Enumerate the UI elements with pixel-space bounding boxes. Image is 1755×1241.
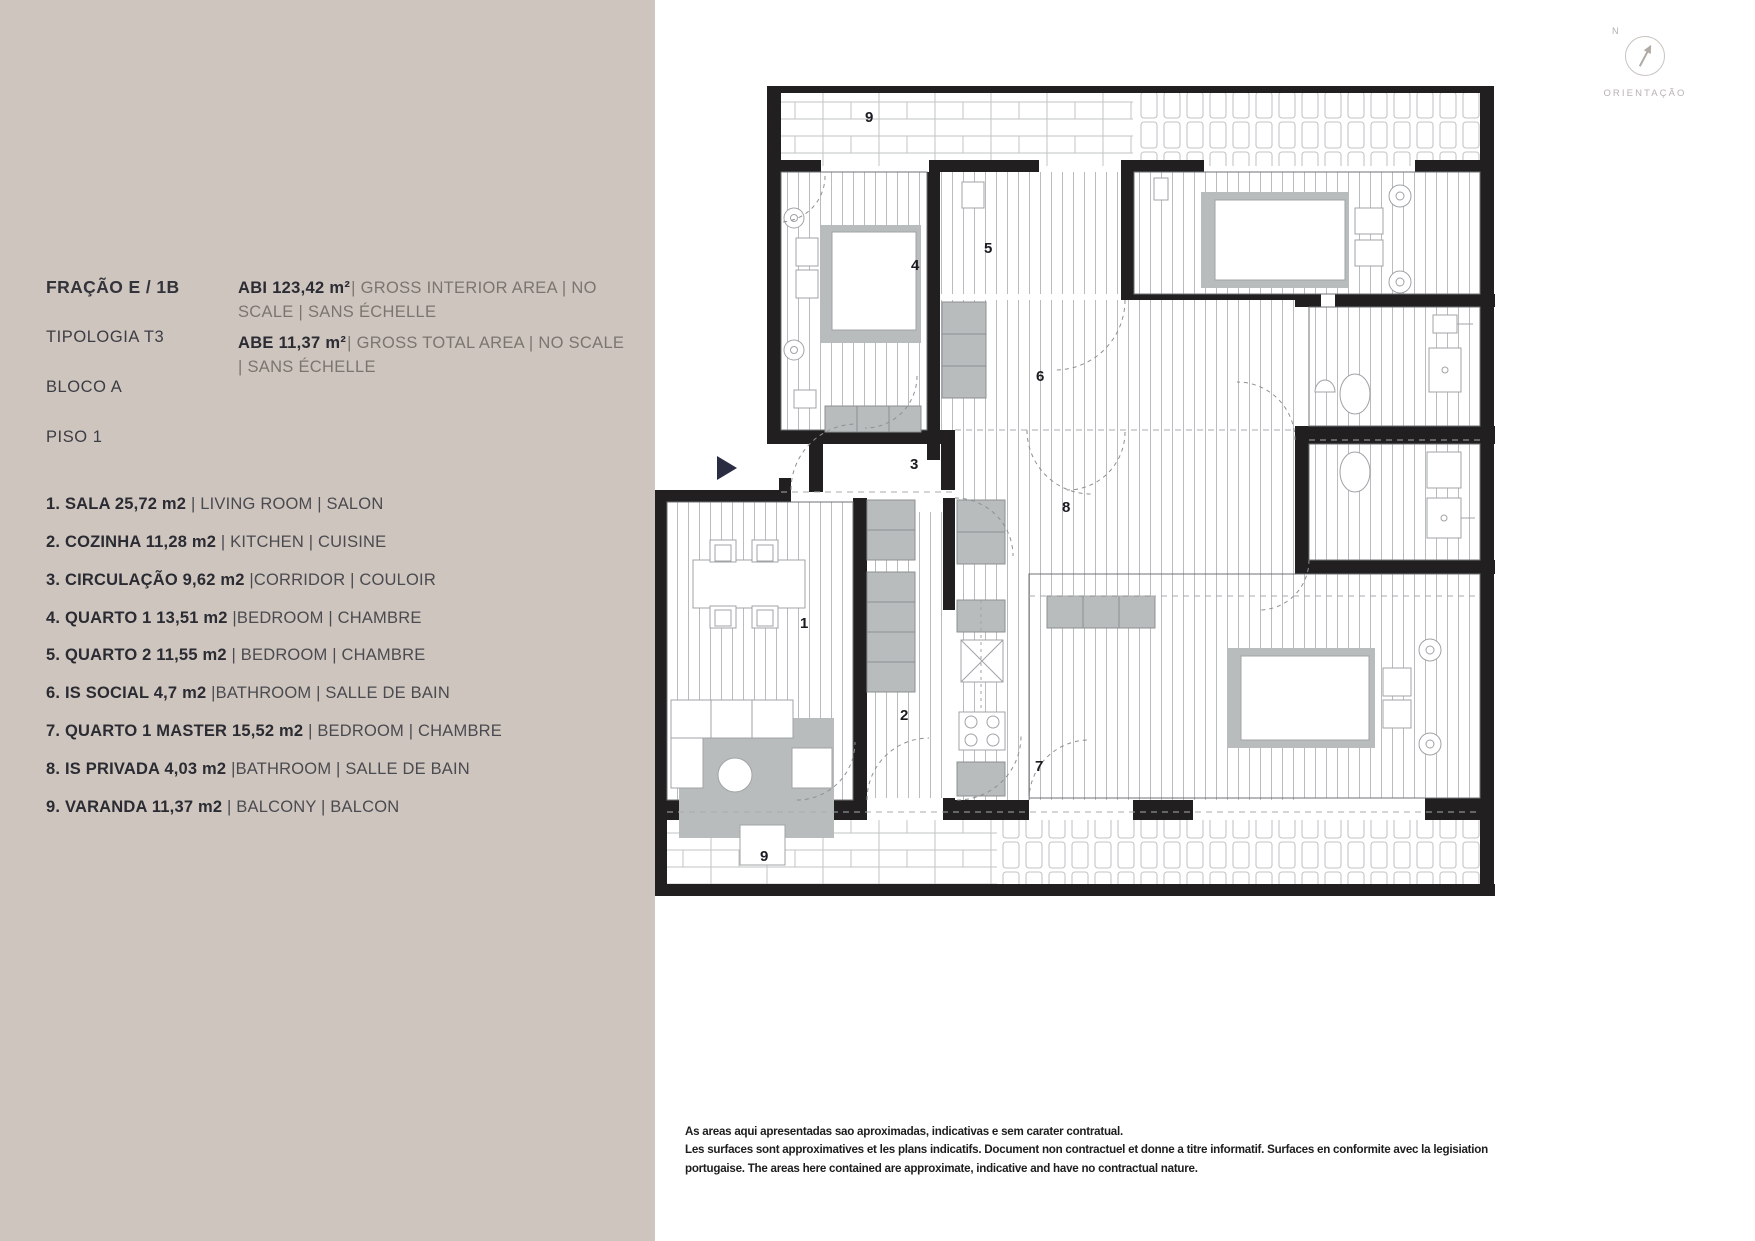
list-item: 2. COZINHA 11,28 m2 | KITCHEN | CUISINE: [46, 531, 626, 553]
fraction-identity: FRAÇÃO E / 1B TIPOLOGIA T3 BLOCO A PISO …: [46, 275, 238, 447]
room-name-translations: | BEDROOM | CHAMBRE: [226, 646, 426, 665]
furniture-corridor-closets: [941, 181, 987, 399]
fraction-header: FRAÇÃO E / 1B TIPOLOGIA T3 BLOCO A PISO …: [46, 275, 626, 447]
block-label: BLOCO A: [46, 377, 123, 396]
room-number: 8.: [46, 759, 61, 778]
room-number: 4.: [46, 608, 61, 627]
area-summary: ABI 123,42 m²| GROSS INTERIOR AREA | NO …: [238, 275, 626, 387]
entrance-arrow-icon: [717, 456, 737, 480]
floorplan-svg: 9: [655, 86, 1495, 896]
room-name-pt: QUARTO 1 13,51 m2: [64, 608, 228, 627]
list-item: 5. QUARTO 2 11,55 m2 | BEDROOM | CHAMBRE: [46, 644, 626, 666]
room-number-bedroom1: 4: [911, 257, 920, 274]
plan-panel: N ORIENTAÇÃO: [655, 0, 1755, 1241]
room-number: 2.: [46, 533, 61, 552]
disclaimer-text: As areas aqui apresentadas sao aproximad…: [685, 1123, 1595, 1179]
room-name-pt: IS SOCIAL 4,7 m2: [64, 684, 207, 703]
door-swings: [780, 175, 1310, 801]
compass-rose: N ORIENTAÇÃO: [1590, 22, 1700, 99]
area-line-abi: ABI 123,42 m²| GROSS INTERIOR AREA | NO …: [238, 277, 626, 325]
floor-label: PISO 1: [46, 427, 103, 446]
room-legend-list: 1. SALA 25,72 m2 | LIVING ROOM | SALON 2…: [46, 493, 626, 817]
disclaimer-line-fr: Les surfaces sont approximatives et les …: [685, 1143, 1488, 1157]
disclaimer-line-pt: As areas aqui apresentadas sao aproximad…: [685, 1124, 1123, 1138]
furniture-living-room: [670, 539, 834, 866]
abe-rest: | GROSS TOTAL AREA | NO SCALE | SANS ÉCH…: [238, 333, 625, 376]
furniture-bathroom-private: [1339, 451, 1475, 539]
typology-label: TIPOLOGIA T3: [46, 328, 165, 346]
room-name-translations: |BEDROOM | CHAMBRE: [227, 608, 422, 627]
room-name-translations: |CORRIDOR | COULOIR: [244, 570, 436, 589]
room-name-translations: |BATHROOM | SALLE DE BAIN: [206, 684, 450, 703]
room-name-pt: QUARTO 2 11,55 m2: [64, 646, 227, 665]
room-number-bath-private: 8: [1062, 499, 1070, 516]
room-number: 9.: [46, 797, 61, 816]
list-item: 8. IS PRIVADA 4,03 m2 |BATHROOM | SALLE …: [46, 758, 626, 780]
room-number-balcony-top: 9: [865, 109, 873, 126]
list-item: 4. QUARTO 1 13,51 m2 |BEDROOM | CHAMBRE: [46, 607, 626, 629]
construction-lines: [667, 429, 1480, 813]
orientation-caption: ORIENTAÇÃO: [1603, 88, 1687, 99]
room-name-pt: COZINHA 11,28 m2: [64, 533, 217, 552]
room-number-corridor: 3: [910, 456, 918, 473]
room-name-translations: |BATHROOM | SALLE DE BAIN: [226, 759, 470, 778]
list-item: 6. IS SOCIAL 4,7 m2 |BATHROOM | SALLE DE…: [46, 682, 626, 704]
disclaimer-line-en: portugaise. The areas here contained are…: [685, 1162, 1198, 1176]
room-number-bedroom2: 5: [984, 240, 992, 257]
sidebar-content: FRAÇÃO E / 1B TIPOLOGIA T3 BLOCO A PISO …: [46, 275, 626, 833]
list-item: 9. VARANDA 11,37 m2 | BALCONY | BALCON: [46, 796, 626, 818]
room-name-translations: | LIVING ROOM | SALON: [186, 495, 384, 514]
room-name-pt: VARANDA 11,37 m2: [64, 797, 223, 816]
area-line-abe: ABE 11,37 m²| GROSS TOTAL AREA | NO SCAL…: [238, 332, 626, 380]
room-name-translations: | KITCHEN | CUISINE: [216, 533, 387, 552]
room-number: 5.: [46, 646, 61, 665]
room-name-pt: SALA 25,72 m2: [64, 495, 187, 514]
room-number-living: 1: [800, 615, 808, 632]
room-number: 3.: [46, 570, 61, 589]
balcony-top: 9: [781, 92, 1485, 166]
abi-value: ABI 123,42 m²: [238, 279, 351, 297]
room-number: 1.: [46, 495, 61, 514]
fraction-title: FRAÇÃO E / 1B: [46, 277, 180, 297]
list-item: 3. CIRCULAÇÃO 9,62 m2 |CORRIDOR | COULOI…: [46, 569, 626, 591]
furniture-master-bedroom: [1046, 595, 1442, 756]
floorplan-drawing: 9: [655, 0, 1755, 1000]
furniture-bedroom1: [783, 207, 922, 433]
room-name-translations: | BEDROOM | CHAMBRE: [303, 721, 502, 740]
furniture-bathroom-social: [1314, 314, 1473, 415]
abi-rest: | GROSS INTERIOR AREA | NO SCALE | SANS …: [238, 279, 597, 321]
info-sidebar: FRAÇÃO E / 1B TIPOLOGIA T3 BLOCO A PISO …: [0, 0, 655, 1241]
room-name-translations: | BALCONY | BALCON: [222, 797, 400, 816]
list-item: 1. SALA 25,72 m2 | LIVING ROOM | SALON: [46, 493, 626, 515]
room-number-balcony-bottom: 9: [760, 848, 768, 865]
abe-value: ABE 11,37 m²: [238, 333, 347, 352]
room-name-pt: CIRCULAÇÃO 9,62 m2: [64, 570, 245, 589]
room-number: 6.: [46, 684, 61, 703]
room-number-kitchen: 2: [900, 707, 908, 724]
furniture-bedroom2: [1153, 177, 1412, 294]
list-item: 7. QUARTO 1 MASTER 15,52 m2 | BEDROOM | …: [46, 720, 626, 742]
room-name-pt: IS PRIVADA 4,03 m2: [64, 759, 227, 778]
wall-structure: [655, 86, 1495, 896]
room-number-master: 7: [1035, 758, 1043, 775]
room-number: 7.: [46, 721, 61, 740]
north-label: N: [1612, 26, 1620, 36]
compass-icon: [1625, 36, 1665, 76]
room-name-pt: QUARTO 1 MASTER 15,52 m2: [64, 721, 304, 740]
furniture-kitchen: [866, 499, 1006, 797]
room-number-bath-social: 6: [1036, 368, 1044, 385]
